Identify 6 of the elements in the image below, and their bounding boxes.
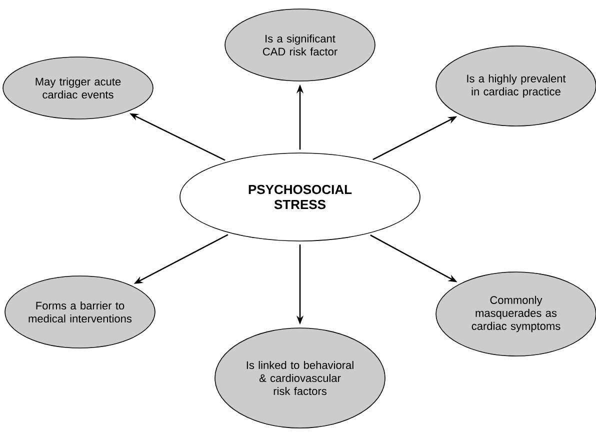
- ellipse-node: Is linked to behavioral & cardiovascular risk factors: [214, 328, 386, 428]
- ellipse-node: Forms a barrier to medical interventions: [4, 276, 156, 348]
- ellipse-node: Is a highly prevalent in cardiac practice: [436, 46, 596, 126]
- ellipse-node: Is a significant CAD risk factor: [224, 8, 376, 82]
- ellipse-node: Commonly masquerades as cardiac symptoms: [436, 272, 596, 356]
- ellipse-node: May trigger acute cardiac events: [2, 56, 154, 120]
